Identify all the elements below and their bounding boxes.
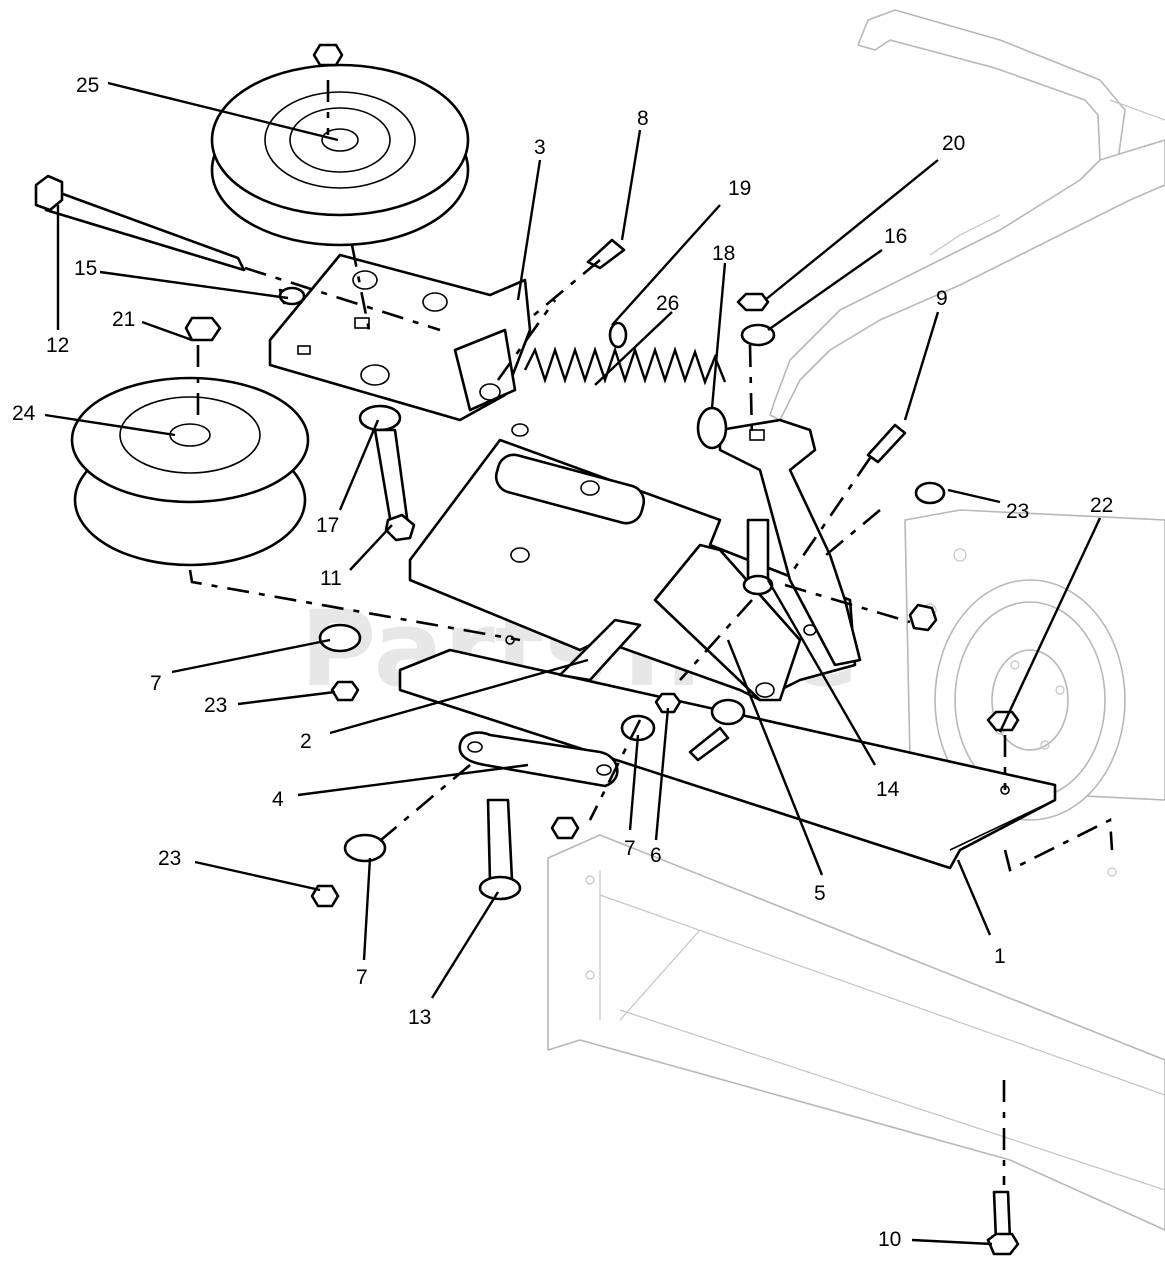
- bracket-plate: [408, 423, 857, 702]
- callout-6: 6: [650, 844, 662, 867]
- callout-13: 13: [408, 1006, 431, 1029]
- callout-3: 3: [534, 136, 546, 159]
- idler-pulley-top: [210, 43, 470, 247]
- callout-23-bottom: 23: [158, 847, 181, 870]
- callout-12: 12: [46, 334, 69, 357]
- leader-lines: [44, 81, 1102, 1246]
- callout-16: 16: [884, 225, 907, 248]
- callout-18: 18: [712, 242, 735, 265]
- idler-pulley-lower: [70, 376, 310, 567]
- callout-7-bottom: 7: [356, 966, 368, 989]
- callout-7-center: 7: [624, 837, 636, 860]
- callout-17: 17: [316, 514, 339, 537]
- callout-14: 14: [876, 778, 900, 801]
- callout-7-left: 7: [150, 672, 162, 695]
- eyebolt-nut: [696, 406, 728, 450]
- callout-9: 9: [936, 287, 948, 310]
- callout-24: 24: [12, 402, 36, 425]
- callout-8: 8: [637, 107, 649, 130]
- callout-15: 15: [74, 257, 97, 280]
- assembly-lines: [188, 80, 1114, 1185]
- spring: [523, 346, 727, 386]
- spring-bracket: [718, 418, 862, 667]
- callout-21: 21: [112, 308, 135, 331]
- pulley-nut: [312, 43, 344, 67]
- callout-22: 22: [1090, 494, 1113, 517]
- callout-1: 1: [994, 945, 1006, 968]
- base-plate: [398, 635, 1057, 870]
- callout-4: 4: [272, 788, 284, 811]
- callout-11: 11: [320, 567, 342, 590]
- callout-19: 19: [728, 177, 751, 200]
- callout-25: 25: [76, 74, 99, 97]
- bolt-12: [34, 174, 246, 272]
- callout-23-right: 23: [1006, 500, 1029, 523]
- callout-20: 20: [942, 132, 965, 155]
- callout-2: 2: [300, 730, 312, 753]
- callout-10: 10: [878, 1228, 901, 1251]
- callout-23-left: 23: [204, 694, 227, 717]
- callout-5: 5: [814, 882, 826, 905]
- callout-26: 26: [656, 292, 679, 315]
- upper-bracket: [268, 253, 532, 422]
- callout-labels: 25 3 8 19 26 18 20 16 9 12 15 21 24 17 1…: [12, 74, 1113, 1251]
